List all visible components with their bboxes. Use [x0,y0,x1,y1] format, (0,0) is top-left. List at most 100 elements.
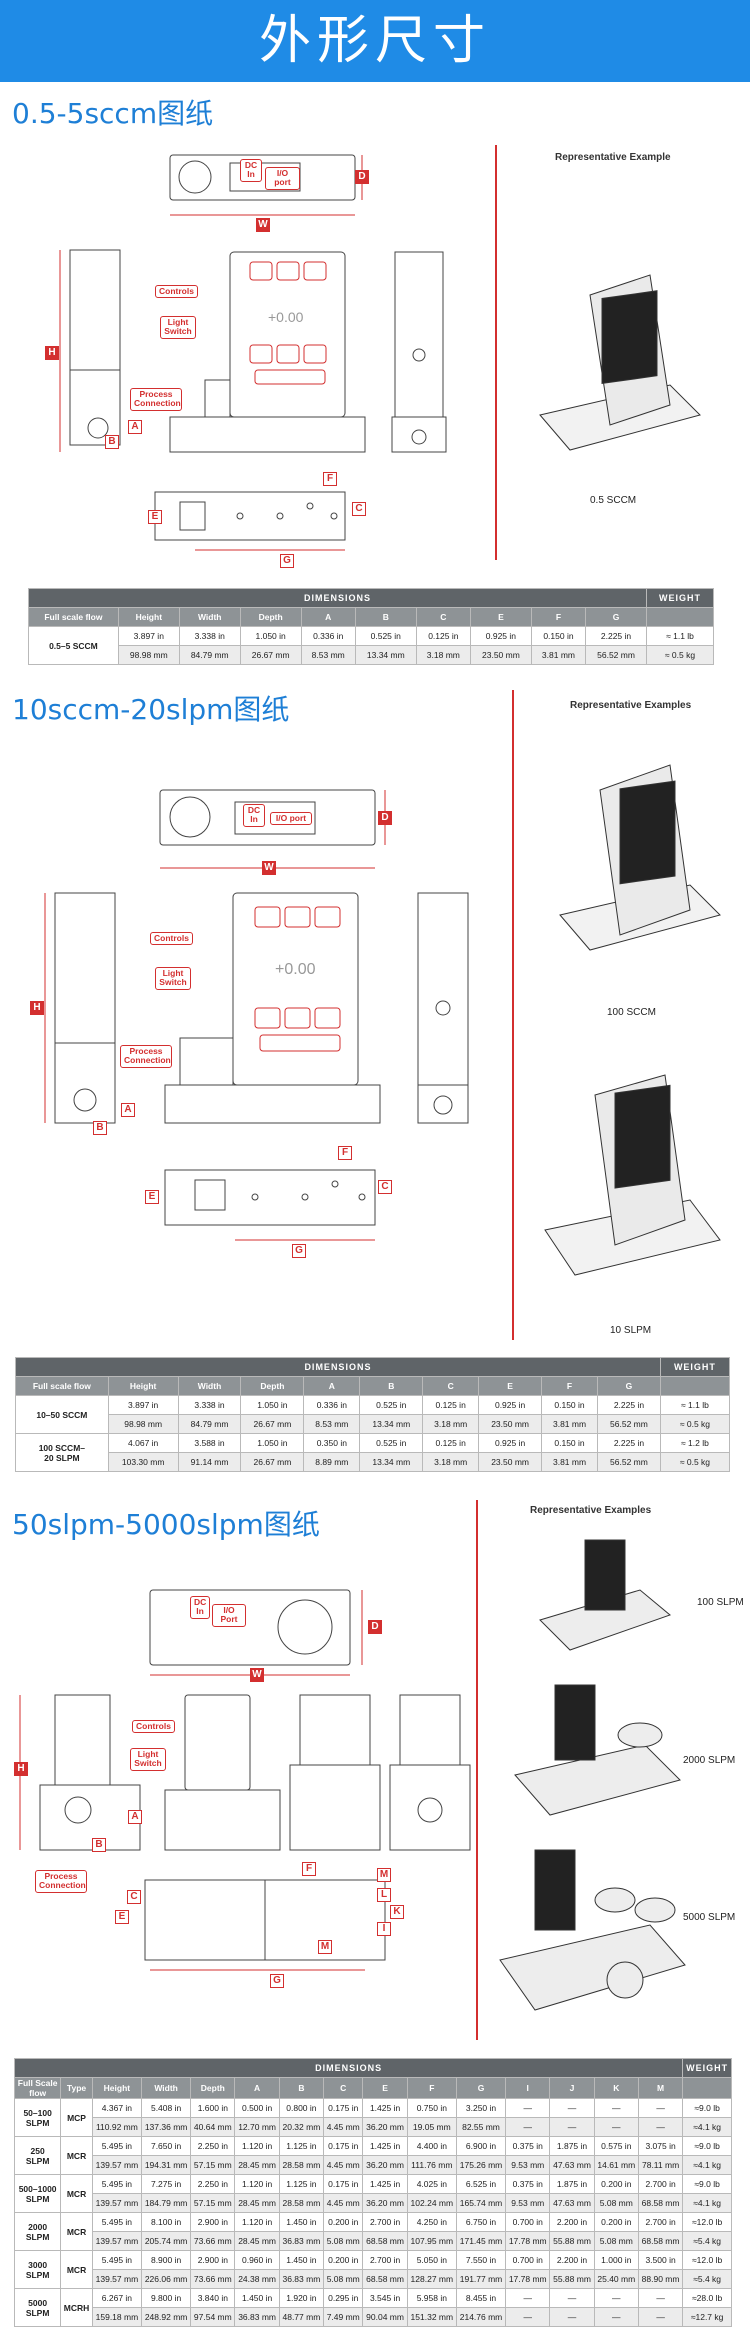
cell: 107.95 mm [406,2231,457,2251]
cell: 36.83 mm [234,2307,280,2327]
table2-col-g: G [597,1376,661,1396]
table2-weight-header: WEIGHT [659,1357,731,1377]
dim-label-i: I [377,1922,391,1936]
cell: 0.150 in [541,1395,598,1415]
page-title: 外形尺寸 [258,11,491,71]
cell: 137.36 mm [140,2117,192,2137]
cell: 110.92 mm [91,2117,143,2137]
table3-row-flow: 3000 SLPM [13,2250,62,2289]
cell: 0.525 in [359,1433,424,1453]
callout-light-switch: Light Switch [160,316,196,339]
cell: 0.925 in [469,626,532,646]
cell: 6.750 in [455,2212,507,2232]
rep-caption-2a: 100 SCCM [607,1007,656,1018]
cell: 1.875 in [549,2174,595,2194]
cell: 0.336 in [300,626,356,646]
cell: 91.14 mm [177,1452,242,1472]
cell: 23.50 mm [469,645,532,665]
cell: 3.18 mm [422,1414,480,1434]
cell: 23.50 mm [478,1414,543,1434]
cell: 159.18 mm [91,2307,143,2327]
cell: 28.58 mm [278,2155,325,2175]
cell: 0.150 in [530,626,587,646]
table1-col-g: G [585,607,647,627]
table1-col-weight-blank [645,607,715,627]
cell: 13.34 mm [359,1452,424,1472]
table3-col-a: A [234,2077,280,2099]
cell: 0.800 in [278,2098,325,2118]
dim-label-b: B [105,435,119,449]
drawing-1: +0.00 DC In I/O port Controls Light Swit… [0,130,500,570]
table3-col-i: I [505,2077,551,2099]
cell: — [549,2288,595,2308]
cell: 0.525 in [354,626,417,646]
cell: 3.18 mm [415,645,471,665]
table3-row-type: MCRH [60,2288,93,2327]
cell: 24.38 mm [234,2269,280,2289]
drawing-2: +0.00 DC In I/O port Controls Light Swit… [0,760,500,1280]
cell: 36.83 mm [278,2231,325,2251]
cell: 84.79 mm [177,1414,242,1434]
cell: 4.367 in [91,2098,143,2118]
cell: 184.79 mm [140,2193,192,2213]
rep-caption-1: 0.5 SCCM [590,495,637,506]
dim-label-f: F [323,472,337,486]
cell: 0.960 in [234,2250,280,2270]
table3-col-f: F [406,2077,457,2099]
cell: 2.700 in [362,2250,408,2270]
rep-caption-2b: 10 SLPM [610,1325,652,1336]
cell: 0.925 in [478,1433,543,1453]
dimensions-table-3: DIMENSIONS WEIGHT Full Scale flow Type H… [13,2058,732,2327]
technical-drawing-3 [19,1589,471,1971]
cell: 3.338 in [177,1395,242,1415]
dim-label-w: W [262,861,276,875]
cell: 111.76 mm [406,2155,457,2175]
callout-controls: Controls [155,285,198,299]
table1-col-c: C [415,607,471,627]
dim-label-e: E [145,1190,159,1204]
cell: — [637,2307,684,2327]
table3-col-b: B [278,2077,325,2099]
rep-caption-3c: 5000 SLPM [683,1912,736,1923]
table1-col-height: Height [117,607,180,627]
cell: ≈4.1 kg [682,2117,732,2137]
dim-label-c: C [127,1890,141,1904]
cell: 1.120 in [234,2212,280,2232]
dim-label-e: E [115,1910,129,1924]
callout-dc-in: DC In [240,159,262,182]
cell: 1.120 in [234,2136,280,2156]
cell: 1.450 in [278,2212,325,2232]
cell: 0.700 in [505,2212,551,2232]
section-title-3: 50slpm-5000slpm图纸 [12,1508,320,1541]
technical-drawing-1: +0.00 [59,154,447,551]
table2-col-height: Height [107,1376,179,1396]
callout-io-port: I/O port [265,167,300,190]
product-image-2b [544,1074,721,1276]
cell: 175.26 mm [455,2155,507,2175]
cell: 5.958 in [406,2288,457,2308]
cell: ≈ 0.5 kg [659,1414,731,1434]
cell: 2.225 in [597,1395,661,1415]
cell: 1.050 in [239,626,302,646]
table3-weight-header: WEIGHT [682,2058,732,2078]
cell: 5.08 mm [323,2231,364,2251]
table3-col-j: J [549,2077,595,2099]
drawing-3: DC In I/O Port Controls Light Switch Pro… [0,1570,480,1990]
callout-controls: Controls [150,932,193,946]
cell: 2.900 in [190,2250,236,2270]
separator-line-2 [512,690,514,1340]
cell: 12.70 mm [234,2117,280,2137]
cell: 102.24 mm [406,2193,457,2213]
dim-label-h: H [30,1001,44,1015]
cell: — [549,2117,595,2137]
cell: 90.04 mm [362,2307,408,2327]
cell: 5.08 mm [593,2231,639,2251]
callout-io-port: I/O port [270,812,312,826]
cell: 68.58 mm [362,2269,408,2289]
cell: 98.98 mm [107,1414,179,1434]
cell: 1.125 in [278,2174,325,2194]
cell: 0.750 in [406,2098,457,2118]
dim-label-g: G [270,1974,284,1988]
